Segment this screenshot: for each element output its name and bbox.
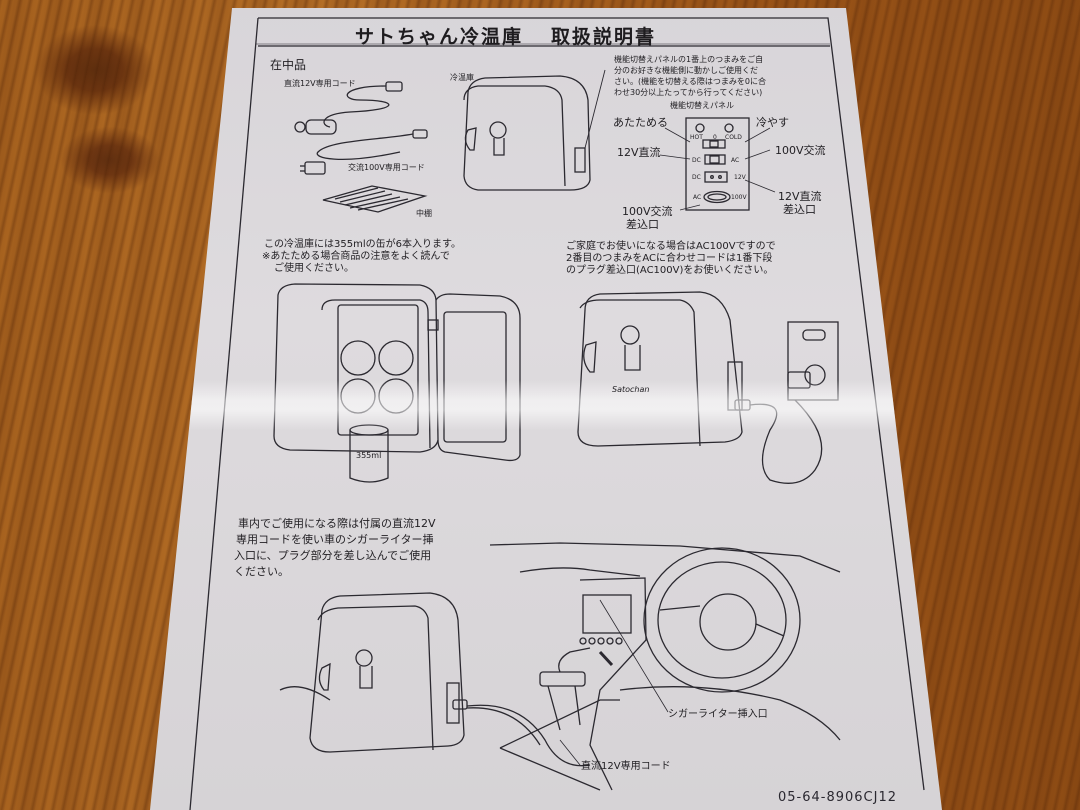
label-dc12-inlet-1: 12V直流 bbox=[778, 190, 822, 203]
car-line-2: 専用コードを使い車のシガーライター挿 bbox=[236, 533, 434, 546]
manual-title-subtitle: 取扱説明書 bbox=[551, 26, 657, 48]
label-dc12-inlet-2: 差込口 bbox=[783, 203, 816, 216]
home-line-1: ご家庭でお使いになる場合はAC100Vですので bbox=[566, 241, 776, 252]
panel-mark-dc-2: DC bbox=[692, 174, 701, 181]
label-car-cord: 直流12V専用コード bbox=[581, 761, 671, 772]
label-cooler-unit: 冷温庫 bbox=[450, 73, 474, 82]
label-ac100-inlet-2: 差込口 bbox=[626, 218, 659, 231]
label-ac-cord: 交流100V専用コード bbox=[348, 163, 425, 172]
panel-instruction-line-3: さい。(機能を切替える際はつまみを0に合 bbox=[614, 77, 766, 86]
home-line-2: 2番目のつまみをACに合わせコードは1番下段 bbox=[566, 253, 773, 264]
home-line-3: のプラグ差込口(AC100V)をお使いください。 bbox=[566, 265, 774, 276]
label-dc-cord: 直流12V専用コード bbox=[284, 79, 356, 88]
manual-title: サトちゃん冷温庫 取扱説明書 bbox=[355, 22, 656, 49]
panel-mark-12v: 12V bbox=[734, 174, 746, 181]
car-line-4: ください。 bbox=[234, 565, 289, 578]
label-ac100: 100V交流 bbox=[775, 144, 826, 157]
manual-title-product: サトちゃん冷温庫 bbox=[355, 26, 524, 48]
panel-mark-hot: HOT bbox=[690, 134, 703, 141]
capacity-line-2: ※あたためる場合商品の注意をよく読んで bbox=[262, 251, 450, 262]
label-ac100-inlet-1: 100V交流 bbox=[622, 205, 673, 218]
mascot-logo-home: Satochan bbox=[612, 385, 650, 394]
panel-mark-cold: COLD bbox=[725, 134, 742, 141]
capacity-line-1: この冷温庫には355mlの缶が6本入ります。 bbox=[264, 239, 461, 250]
label-cool: 冷やす bbox=[756, 116, 789, 129]
label-dc12: 12V直流 bbox=[617, 146, 661, 159]
car-line-3: 入口に、プラグ部分を差し込んでご使用 bbox=[234, 549, 432, 562]
capacity-line-3: ご使用ください。 bbox=[274, 263, 354, 274]
panel-mark-100v: 100V bbox=[731, 194, 747, 201]
label-warm: あたためる bbox=[613, 116, 668, 129]
panel-instruction-line-4: わせ30分以上たってから行ってください) bbox=[614, 88, 763, 97]
label-cigarette-lighter: シガーライター挿入口 bbox=[668, 709, 768, 720]
label-shelf: 中棚 bbox=[416, 209, 432, 218]
panel-mark-dc: DC bbox=[692, 157, 701, 164]
car-line-1: 車内でご使用になる際は付属の直流12V bbox=[238, 517, 436, 530]
panel-instruction-line-1: 機能切替えパネルの1番上のつまみをご自 bbox=[614, 55, 764, 64]
can-label: 355ml bbox=[356, 451, 382, 460]
contents-heading: 在中品 bbox=[270, 58, 307, 72]
panel-mark-zero: 0 bbox=[713, 134, 717, 141]
product-code: 05-64-8906CJ12 bbox=[778, 790, 898, 805]
panel-mark-ac: AC bbox=[731, 157, 740, 164]
panel-mark-ac-2: AC bbox=[693, 194, 702, 201]
panel-title: 機能切替えパネル bbox=[670, 101, 734, 110]
panel-instruction-line-2: 分のお好きな機能側に動かしご使用くだ bbox=[614, 66, 758, 75]
